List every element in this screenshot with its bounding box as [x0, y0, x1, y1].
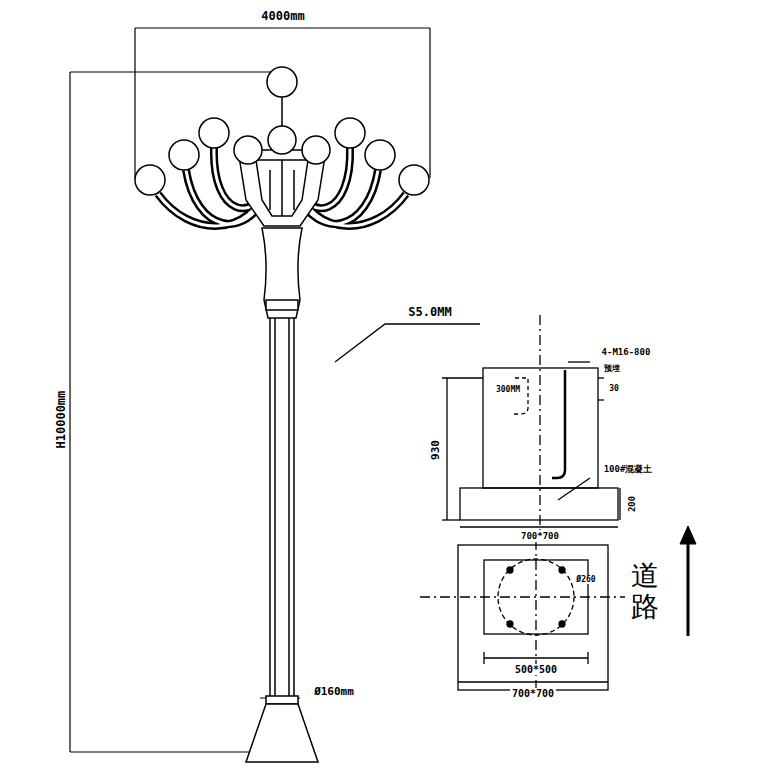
- dimension-label: 200: [628, 494, 638, 514]
- lamp-globes: [234, 136, 262, 164]
- dimension-lines: [70, 751, 262, 752]
- dimension-label: 4000mm: [259, 10, 306, 23]
- road-arrow: [680, 526, 696, 544]
- road-arrow: [680, 526, 696, 636]
- lamp-globes: [199, 118, 229, 148]
- dimension-label: Ø260: [574, 576, 597, 585]
- leader-lines: [335, 324, 590, 500]
- foundation-elevation: [442, 315, 620, 530]
- dimension-lines: [134, 28, 135, 178]
- dimension-label: 30: [607, 385, 621, 394]
- foundation-plan: [587, 652, 588, 664]
- lamp-pole: [246, 704, 318, 762]
- lamp-pole: [293, 318, 295, 696]
- lamp-head: [256, 160, 308, 216]
- lamp-globes: [365, 140, 395, 170]
- foundation-plan: [420, 540, 625, 700]
- dimension-lines: [70, 28, 430, 752]
- bolt-label: 4-M16-800: [600, 348, 653, 358]
- dimension-lines: [69, 72, 70, 752]
- foundation-elevation: [539, 315, 540, 530]
- lamp-pole: [269, 318, 271, 696]
- lamp-globes: [267, 67, 297, 97]
- foundation-plan: [507, 567, 513, 573]
- leader-lines: [558, 478, 590, 500]
- lamp-globes: [399, 165, 429, 195]
- dimension-label: 930: [430, 438, 442, 462]
- leader-lines: [335, 324, 480, 362]
- dimension-label: 700*700: [510, 688, 556, 699]
- foundation-elevation: [446, 378, 447, 520]
- road-arrow: [687, 540, 690, 636]
- lamp-head: [293, 170, 295, 210]
- material-label: S5.0MM: [406, 306, 453, 319]
- dimension-label: 700*700: [519, 532, 561, 542]
- foundation-plan: [559, 621, 565, 627]
- lamp-globes: [268, 126, 296, 154]
- dimension-lines: [70, 71, 280, 72]
- material-label: 100#混凝土: [602, 465, 655, 475]
- lamp-head: [281, 160, 283, 216]
- note-label: 300MM: [494, 386, 522, 395]
- foundation-plan: [420, 596, 625, 597]
- foundation-elevation: [598, 399, 604, 400]
- foundation-elevation: [442, 377, 483, 378]
- lamp-pole: [266, 300, 298, 310]
- road-label: 道路: [631, 561, 659, 623]
- foundation-plan: [535, 540, 536, 700]
- lamp-globes: [135, 67, 429, 195]
- dimension-label: 500*500: [513, 664, 559, 675]
- foundation-plan: [507, 621, 513, 627]
- foundation-plan: [483, 652, 484, 664]
- lamp-pole: [266, 696, 298, 704]
- lamp-globes: [135, 165, 165, 195]
- lamp-pole: [288, 318, 290, 696]
- foundation-elevation: [442, 519, 460, 520]
- foundation-elevation: [460, 526, 618, 527]
- foundation-plan: [458, 545, 608, 690]
- lamp-pole: [262, 228, 302, 318]
- foundation-elevation: [460, 488, 618, 520]
- lamp-globes: [169, 140, 199, 170]
- lamp-head: [269, 170, 271, 210]
- lamp-pole: [274, 318, 276, 696]
- dimension-label: H10000mm: [55, 389, 68, 451]
- foundation-elevation: [552, 370, 565, 478]
- foundation-elevation: [598, 377, 604, 378]
- foundation-plan: [484, 657, 588, 658]
- lamp-pole: [246, 228, 318, 762]
- leader-lines: [568, 361, 590, 362]
- foundation-elevation: [619, 488, 620, 520]
- foundation-elevation: [512, 378, 528, 414]
- dimension-lines: [135, 27, 430, 28]
- dimension-label: Ø160mm: [312, 686, 356, 698]
- note-label: 预埋: [602, 365, 622, 374]
- lamp-globes: [335, 118, 365, 148]
- dimension-lines: [429, 28, 430, 178]
- foundation-plan: [458, 681, 608, 682]
- foundation-plan: [559, 567, 565, 573]
- lamp-globes: [302, 136, 330, 164]
